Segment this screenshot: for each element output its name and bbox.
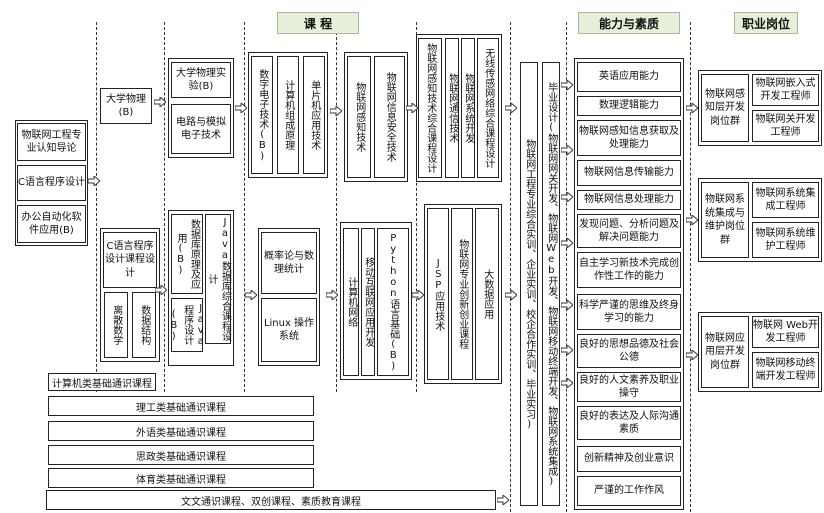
column-divider (336, 22, 337, 392)
column-divider (566, 22, 567, 512)
course-iot-intro: 物联网工程专业认知导论 (17, 123, 86, 161)
arrow-right-icon (505, 290, 517, 300)
general-science: 理工类基础通识课程 (48, 396, 314, 416)
arrow-right-icon (326, 290, 338, 300)
course-java-db-design: Java数据库综合课程设计 (205, 214, 231, 344)
ability-scientific-thinking: 科学严谨的思维及终身学习的能力 (577, 294, 681, 330)
column-divider (164, 22, 165, 392)
career-integration-group-label: 物联网系统集成与维护岗位群 (701, 182, 749, 258)
course-jsp: JSP应用技术 (427, 208, 449, 380)
arrow-right-icon (245, 290, 257, 300)
course-c-programming: C语言程序设计 (17, 165, 86, 201)
arrow-right-icon (406, 103, 418, 113)
ability-logic: 数理逻辑能力 (577, 96, 681, 116)
career-mobile-engineer: 物联网移动终端开发工程师 (752, 352, 819, 388)
career-sensing-group-label: 物联网感知层开发岗位群 (701, 74, 749, 142)
course-probability: 概率论与数理统计 (261, 232, 317, 294)
general-politics: 思政类基础通识课程 (48, 445, 314, 465)
course-iot-sys-dev: 物联网系统开发 (461, 38, 475, 178)
course-physics: 大学物理(B) (100, 88, 152, 124)
course-discrete-math: 离散数学 (104, 292, 128, 358)
arrow-right-icon (561, 80, 573, 90)
arrow-right-icon (561, 345, 573, 355)
arrow-right-icon (561, 145, 573, 155)
course-java-programming: Java程序设计(B) (168, 298, 206, 352)
arrow-right-icon (88, 176, 100, 186)
course-c-design: C语言程序设计课程设计 (103, 232, 157, 288)
ability-sensing-info: 物联网感知信息获取及处理能力 (577, 120, 681, 156)
course-computer-organization: 计算机组成原理 (277, 56, 299, 174)
arrow-right-icon (686, 103, 698, 113)
header-courses: 课 程 (277, 12, 359, 34)
career-embedded-engineer: 物联网嵌入式开发工程师 (752, 74, 819, 106)
ability-work-style: 严谨的工作作风 (577, 476, 681, 506)
column-divider (244, 22, 245, 392)
ability-english: 英语应用能力 (577, 62, 681, 92)
course-data-structure: 数据结构 (132, 292, 156, 358)
course-db-principle: 数据库原理及应用(B) (171, 214, 203, 294)
arrow-right-icon (561, 300, 573, 310)
arrow-right-icon (154, 97, 166, 107)
course-innovation: 物联网专业创新创业课程 (451, 208, 473, 380)
course-sensing-design: 物联网感知技术综合课程设计 (418, 38, 442, 178)
ability-innovation: 创新精神及创业意识 (577, 446, 681, 472)
ability-humanities: 良好的人文素养及职业操守 (577, 372, 681, 402)
ability-morality: 良好的思想品德及社会公德 (577, 334, 681, 368)
arrow-right-icon (561, 192, 573, 202)
course-bigdata: 大数据应用 (475, 208, 499, 380)
header-ability: 能力与素质 (578, 12, 680, 34)
general-foreign-language: 外语类基础通识课程 (48, 421, 314, 441)
header-career: 职业岗位 (734, 12, 798, 34)
course-computer-network: 计算机网络 (343, 228, 359, 376)
course-mcu: 单片机应用技术 (303, 56, 325, 174)
practice-training: 物联网工程专业综合实训、企业实训、校企合作实训、毕业实习) (520, 62, 538, 506)
career-web-engineer: 物联网 Web开发工程师 (752, 316, 819, 348)
arrow-right-icon (497, 495, 509, 505)
career-maintenance-engineer: 物联网系统维护工程师 (752, 222, 819, 258)
practice-graduation-design: 毕业设计(物联网网关开发、物联网Web开发、物联网移动终端开发、物联网系统集成) (542, 62, 560, 506)
column-divider (416, 22, 417, 392)
general-sports: 体育类基础通识课程 (48, 468, 314, 488)
arrow-right-icon (505, 103, 517, 113)
course-python: Python语言基础(B) (377, 228, 409, 376)
ability-problem-solving: 发现问题、分析问题及解决问题能力 (577, 214, 681, 248)
column-divider (96, 22, 97, 392)
course-physics-lab: 大学物理实验(B) (171, 62, 231, 98)
career-application-group-label: 物联网应用层开发岗位群 (701, 316, 749, 388)
arrow-right-icon (412, 290, 424, 300)
course-mobile-dev: 移动互联网应用开发 (361, 228, 375, 376)
course-linux: Linux 操作系统 (261, 298, 317, 362)
course-circuit: 电路与模拟电子技术 (171, 104, 231, 154)
course-iot-comm: 物联网通信技术 (445, 38, 459, 178)
course-wsn-design: 无线传感网络综合课程设计 (477, 38, 499, 178)
course-office-software: 办公自动化软件应用(B) (17, 205, 86, 243)
ability-communication: 良好的表达及人际沟通素质 (577, 406, 681, 440)
arrow-right-icon (330, 106, 342, 116)
arrow-right-icon (561, 238, 573, 248)
arrow-right-icon (686, 215, 698, 225)
arrow-right-icon (235, 103, 247, 113)
column-divider (510, 22, 511, 512)
ability-transmission: 物联网信息传输能力 (577, 160, 681, 186)
career-integration-engineer: 物联网系统集成工程师 (752, 182, 819, 218)
course-digital-electronics: 数字电子技术(B) (251, 56, 273, 174)
general-computer: 计算机类基础通识课程 (48, 373, 156, 391)
general-liberal-arts: 文文通识课程、双创课程、素质教育课程 (46, 490, 496, 510)
arrow-right-icon (155, 285, 167, 295)
ability-self-learning: 自主学习新技术完成创作性工作的能力 (577, 252, 681, 288)
arrow-right-icon (686, 350, 698, 360)
column-divider (690, 22, 691, 512)
course-iot-security: 物联网信息安全技术 (374, 56, 405, 178)
course-iot-sensing: 物联网感知技术 (347, 56, 371, 178)
ability-processing: 物联网信息处理能力 (577, 190, 681, 210)
career-gateway-engineer: 物联网关开发工程师 (752, 110, 819, 142)
arrow-right-icon (561, 378, 573, 388)
